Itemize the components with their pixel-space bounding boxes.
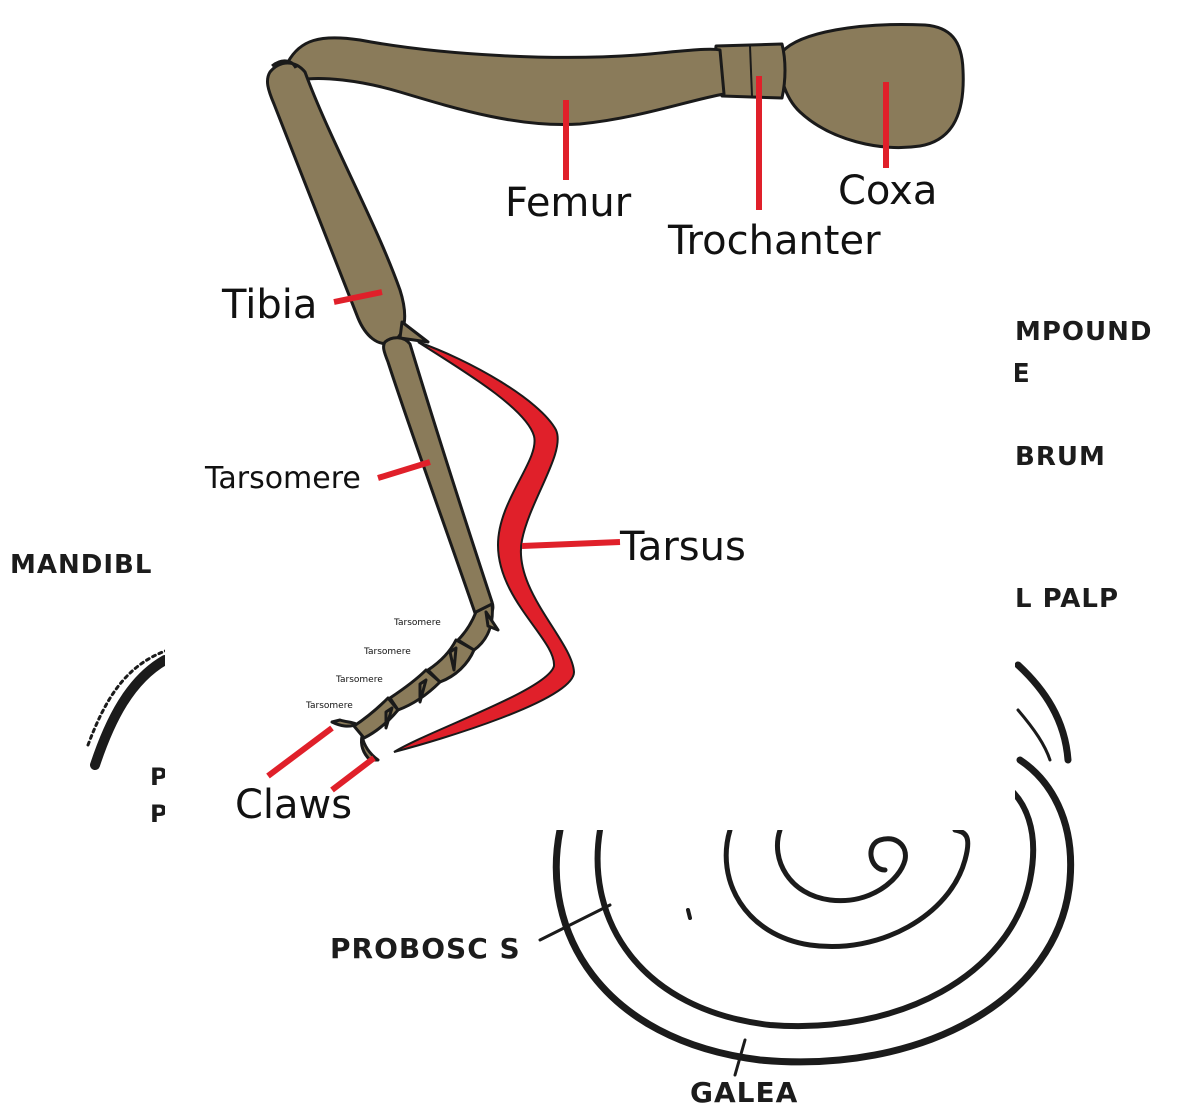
label-compound-eye: MPOUND <box>1015 317 1153 347</box>
proboscis-leader <box>540 905 610 940</box>
label-proboscis: PROBOSC S <box>330 932 521 965</box>
proboscis-spiral-inner <box>726 830 968 947</box>
label-trochanter: Trochanter <box>667 218 881 264</box>
left-palp-sketch <box>95 660 165 765</box>
label-small-tarsomere-3: Tarsomere <box>335 675 383 685</box>
label-tibia: Tibia <box>221 282 317 328</box>
label-tarsomere: Tarsomere <box>204 461 361 496</box>
speckle <box>688 910 690 918</box>
label-galea: GALEA <box>690 1076 798 1109</box>
label-tarsus: Tarsus <box>619 524 746 570</box>
right-palp-inner <box>1018 710 1050 760</box>
label-labrum: BRUM <box>1015 442 1106 472</box>
label-labial-palp: L PALP <box>1015 584 1119 614</box>
label-femur: Femur <box>505 180 632 226</box>
label-claws: Claws <box>235 782 352 828</box>
label-mandible: MANDIBL <box>10 550 152 580</box>
label-small-tarsomere-4: Tarsomere <box>305 701 353 711</box>
tarsus-leader <box>522 542 620 546</box>
proboscis-spiral-core <box>777 830 905 901</box>
label-small-tarsomere-1: Tarsomere <box>393 618 441 628</box>
label-small-tarsomere-2: Tarsomere <box>363 647 411 657</box>
label-coxa: Coxa <box>838 168 937 214</box>
